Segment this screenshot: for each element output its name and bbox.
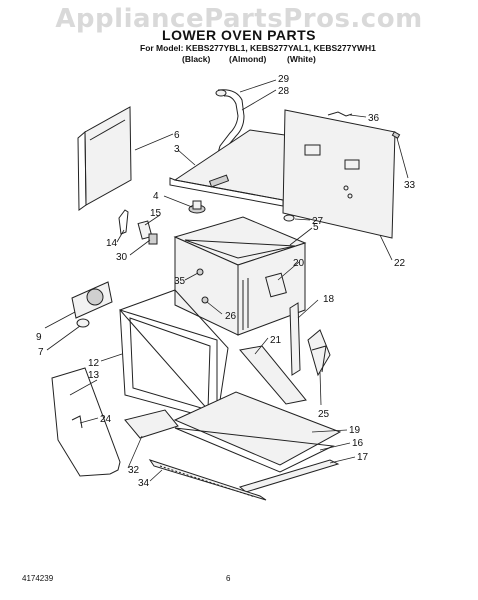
part-15-clip (137, 220, 158, 245)
callout-27: 27 (312, 216, 324, 227)
callout-25: 25 (318, 409, 330, 420)
callout-6: 6 (174, 130, 180, 141)
callout-34: 34 (138, 478, 150, 489)
callout-labels: 29 28 36 6 3 33 4 27 15 5 14 30 22 20 35… (36, 74, 416, 489)
callout-26: 26 (225, 311, 237, 322)
part-22-rear-panel (282, 109, 396, 239)
model-line: For Model: KEBS277YBL1, KEBS277YAL1, KEB… (140, 43, 376, 53)
part-17-bottom-strip (238, 459, 340, 493)
part-9-light-socket (71, 281, 113, 319)
part-18-hinge-bracket (289, 302, 301, 376)
callout-32: 32 (128, 465, 140, 476)
callout-33: 33 (404, 180, 416, 191)
callout-21: 21 (270, 335, 282, 346)
part-33-screw (391, 131, 401, 139)
callout-12: 12 (88, 358, 100, 369)
callout-19: 19 (349, 425, 361, 436)
callout-20: 20 (293, 258, 305, 269)
callout-18: 18 (323, 294, 335, 305)
callout-9: 9 (36, 332, 42, 343)
callout-14: 14 (106, 238, 118, 249)
color-label-black: (Black) (182, 54, 211, 64)
part-24-clip (71, 415, 83, 429)
part-20-plate (265, 272, 287, 298)
callout-22: 22 (394, 258, 406, 269)
callout-13: 13 (88, 370, 100, 381)
callout-17: 17 (357, 452, 369, 463)
callout-29: 29 (278, 74, 290, 85)
callout-3: 3 (174, 144, 180, 155)
part-4-fitting (188, 200, 206, 214)
color-label-white: (White) (287, 54, 316, 64)
callout-36: 36 (368, 113, 380, 124)
part-19-bottom-panel (173, 391, 342, 466)
part-25-hinge (307, 329, 331, 377)
callout-24: 24 (100, 414, 112, 425)
callout-28: 28 (278, 86, 290, 97)
callout-35: 35 (174, 276, 186, 287)
part-16-bottom-trim (174, 427, 335, 473)
part-27-grommet (283, 214, 295, 222)
part-34-vent-strip (148, 459, 267, 501)
part-36-bracket (327, 111, 353, 117)
part-21-rail (239, 345, 307, 405)
part-5-oven-cavity (173, 216, 307, 336)
callout-4: 4 (153, 191, 159, 202)
callout-15: 15 (150, 208, 162, 219)
callout-5: 5 (313, 222, 319, 233)
footer-page-number: 6 (226, 574, 231, 583)
part-26-bolt (201, 296, 209, 304)
part-6-side-panel (77, 106, 132, 211)
callout-16: 16 (352, 438, 364, 449)
callout-7: 7 (38, 347, 44, 358)
watermark: AppliancePartsPros.com (55, 4, 423, 34)
page-title: LOWER OVEN PARTS (162, 27, 316, 43)
part-35-bolt (196, 268, 204, 276)
part-14-bracket (118, 209, 129, 235)
part-32-bracket (124, 409, 179, 439)
color-label-almond: (Almond) (229, 54, 267, 64)
part-7-bulb (76, 318, 90, 328)
leader-lines (44, 79, 409, 482)
footer-code: 4174239 (22, 574, 54, 583)
callout-30: 30 (116, 252, 128, 263)
